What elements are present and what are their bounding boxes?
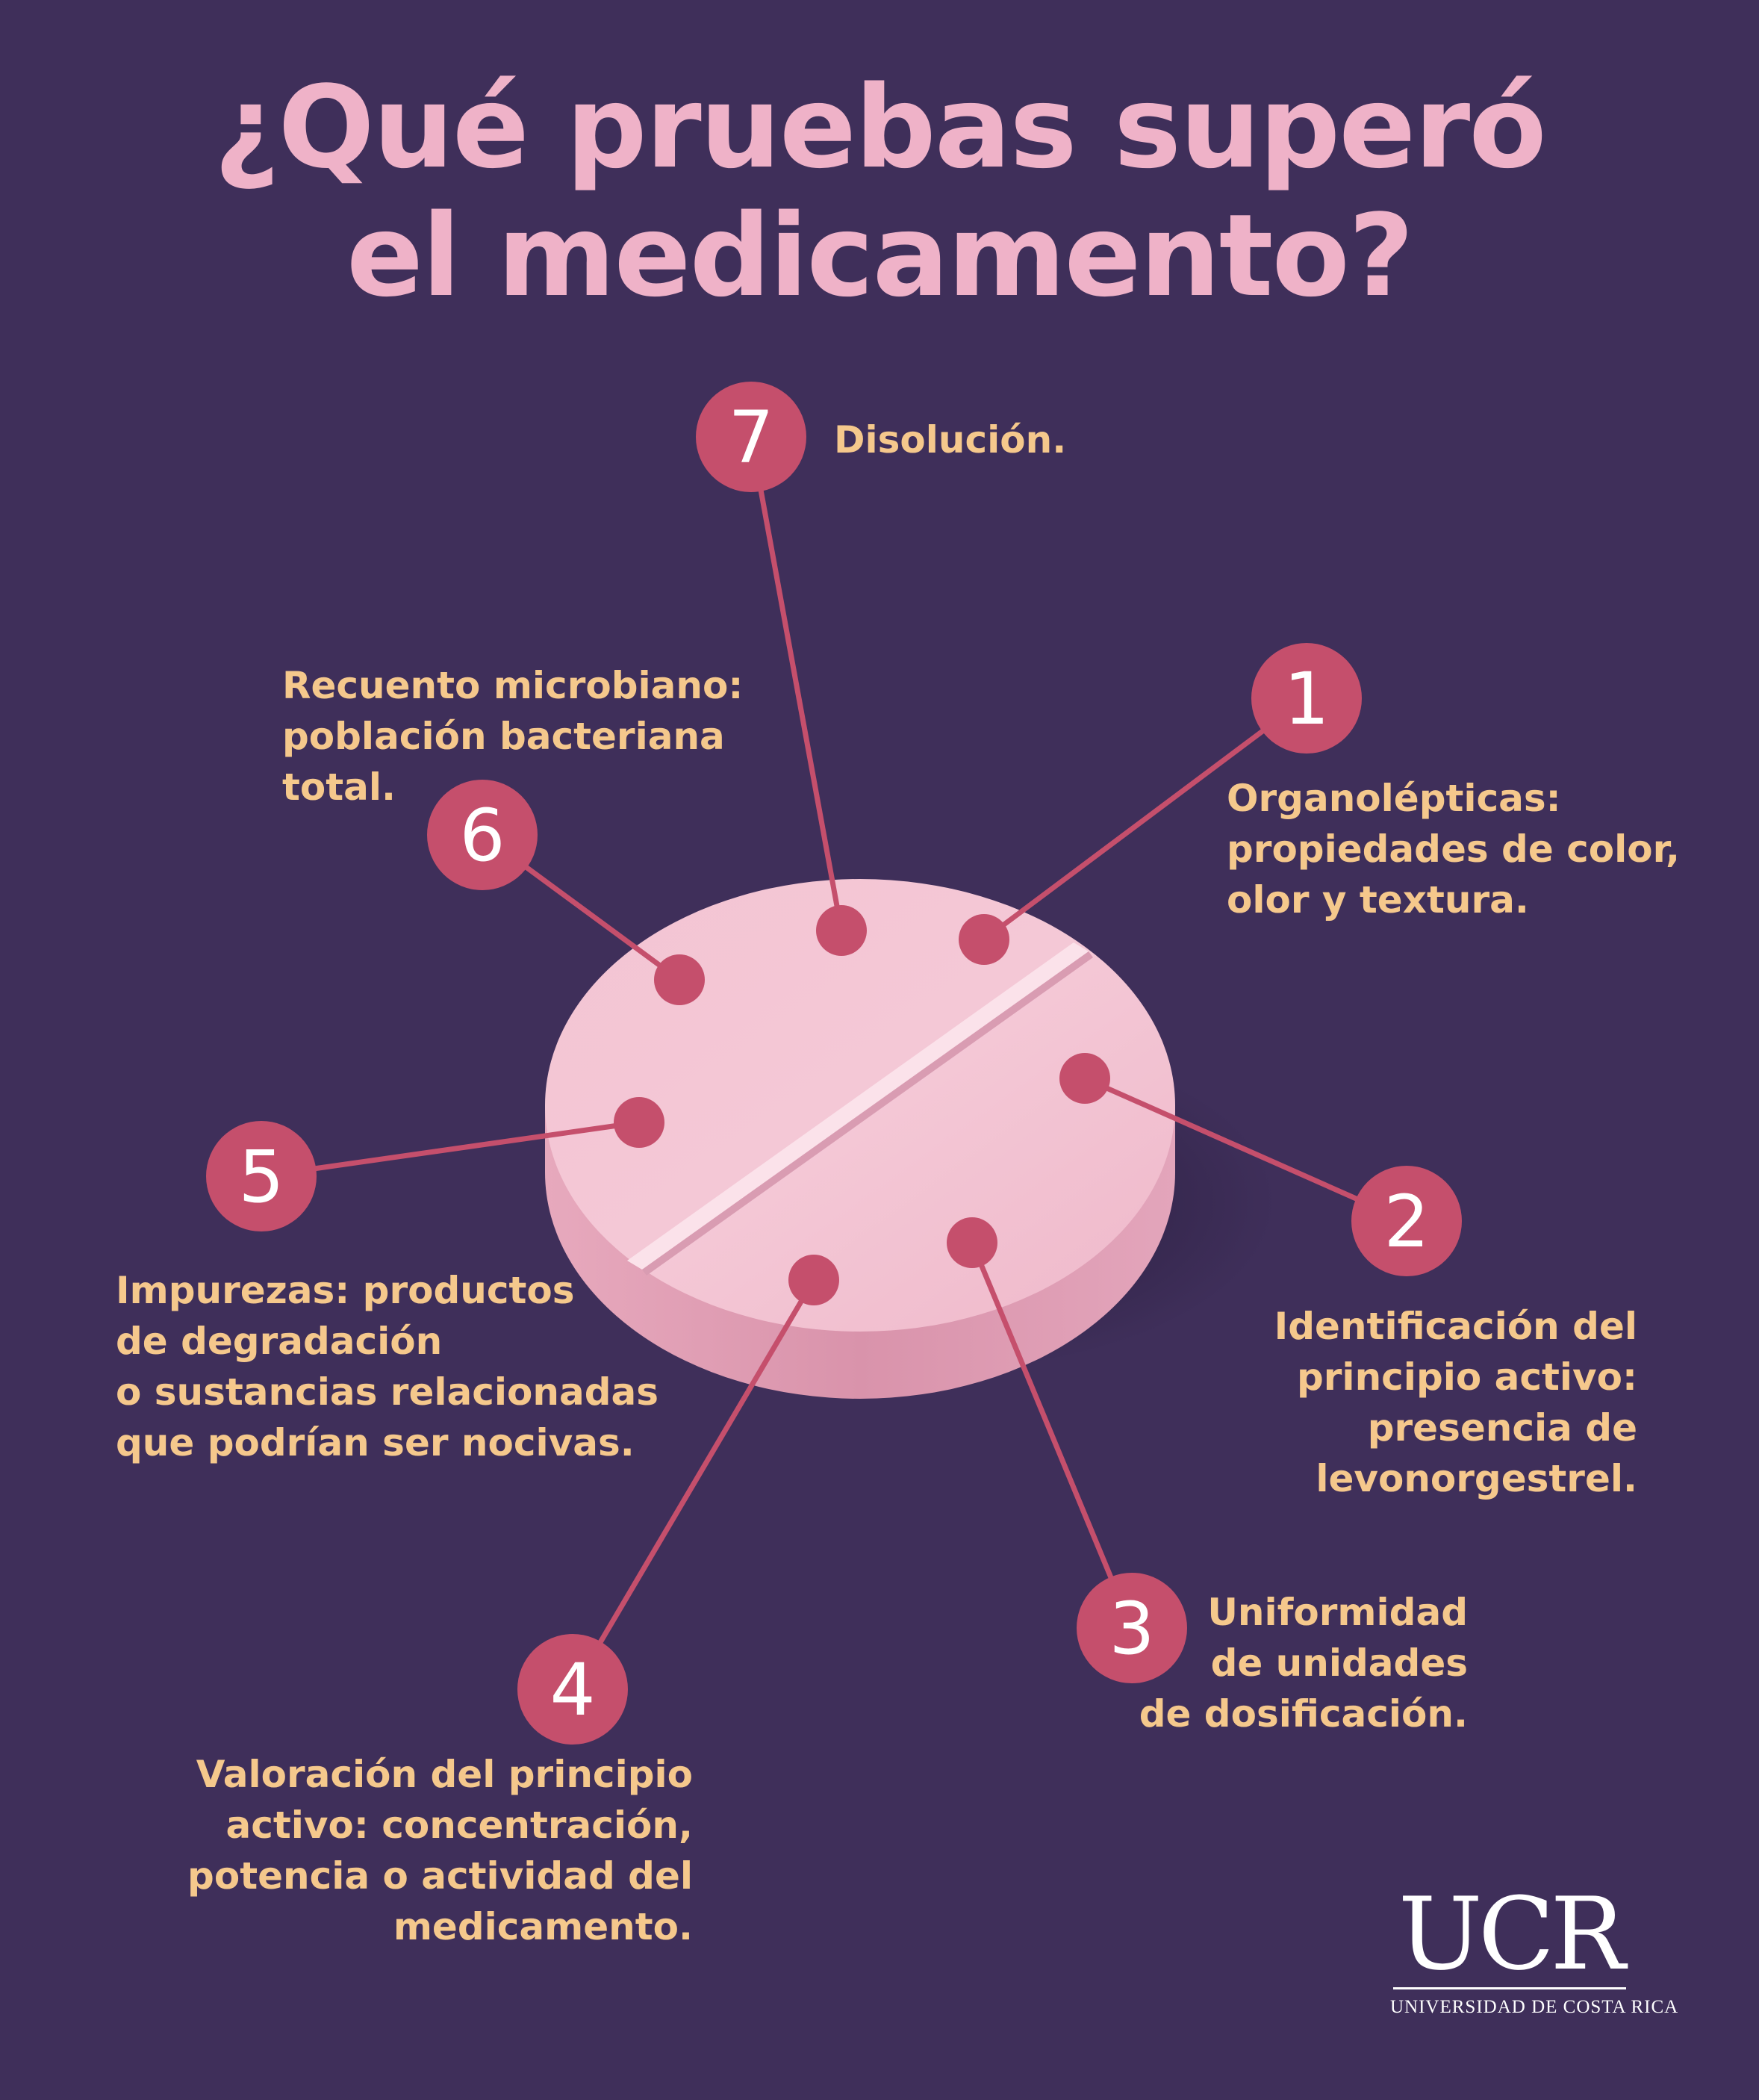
- connector-line-2: [1083, 1075, 1408, 1224]
- test-label-line: Identificación del: [1274, 1305, 1637, 1348]
- number-text-1: 1: [1283, 657, 1329, 741]
- test-label-line: de unidades: [1210, 1641, 1468, 1685]
- connector-line-3: [969, 1241, 1135, 1630]
- test-label-line: Uniformidad: [1207, 1591, 1468, 1634]
- test-label-line: propiedades de color,: [1227, 827, 1680, 871]
- title-line-2: el medicamento?: [346, 190, 1414, 322]
- ucr-logo: UCR UNIVERSIDAD DE COSTA RICA: [1390, 1876, 1679, 2018]
- number-badge-3: [1077, 1573, 1187, 1683]
- test-label-line: o sustancias relacionadas: [116, 1370, 659, 1414]
- test-label-line: Impurezas: productos: [116, 1269, 575, 1312]
- connector-line-5: [261, 1119, 640, 1179]
- number-text-6: 6: [459, 794, 505, 877]
- test-label-line: Organolépticas:: [1227, 777, 1561, 820]
- logo-mark: UCR: [1398, 1876, 1625, 1992]
- number-text-5: 5: [238, 1135, 284, 1219]
- pill-dot-1: [959, 914, 1009, 965]
- test-label-line: Valoración del principio: [196, 1753, 693, 1796]
- number-badge-7: [696, 382, 806, 492]
- pill-dot-4: [788, 1255, 839, 1305]
- connector-line-7: [748, 436, 844, 931]
- test-label-3: Uniformidad de unidades de dosificación.: [1139, 1587, 1468, 1739]
- test-label-line: presencia de: [1367, 1406, 1637, 1450]
- page-title: ¿Qué pruebas superó el medicamento?: [0, 63, 1759, 320]
- test-label-line: Disolución.: [834, 418, 1067, 462]
- number-text-2: 2: [1383, 1180, 1429, 1264]
- test-label-4: Valoración del principio activo: concentr…: [187, 1749, 693, 1952]
- pill-dot-6: [654, 954, 705, 1005]
- test-label-line: que podrían ser nocivas.: [116, 1421, 635, 1464]
- pill-score-line: [627, 942, 1089, 1270]
- number-badge-6: [427, 780, 538, 890]
- test-label-line: de degradación: [116, 1320, 443, 1363]
- connector-line-1: [982, 696, 1309, 942]
- logo-subtitle: UNIVERSIDAD DE COSTA RICA: [1390, 1997, 1679, 2017]
- pill-dot-5: [614, 1097, 664, 1148]
- test-label-line: potencia o actividad del: [187, 1854, 693, 1898]
- test-label-line: levonorgestrel.: [1316, 1457, 1637, 1500]
- title-line-1: ¿Qué pruebas superó: [214, 61, 1546, 193]
- pill-dot-2: [1059, 1053, 1110, 1104]
- logo-divider: [1393, 1987, 1626, 1989]
- test-label-line: activo: concentración,: [225, 1804, 693, 1847]
- number-badge-5: [206, 1121, 317, 1231]
- number-badge-2: [1351, 1166, 1462, 1276]
- connector-line-4: [570, 1279, 817, 1691]
- test-label-5: Impurezas: productos de degradación o sust…: [116, 1265, 659, 1468]
- test-label-line: Recuento microbiano:: [282, 664, 744, 707]
- test-label-line: población bacteriana: [282, 715, 725, 758]
- pill-dot-3: [947, 1217, 997, 1268]
- test-label-7: Disolución.: [834, 414, 1066, 465]
- test-label-line: total.: [282, 765, 396, 809]
- test-label-line: olor y textura.: [1227, 878, 1529, 922]
- test-label-1: Organolépticas: propiedades de color, olor…: [1227, 773, 1680, 925]
- test-label-line: principio activo:: [1296, 1355, 1637, 1399]
- number-badge-1: [1251, 643, 1362, 754]
- number-text-4: 4: [550, 1648, 595, 1732]
- number-text-7: 7: [728, 396, 773, 479]
- number-text-3: 3: [1109, 1587, 1154, 1671]
- number-markers: 1 2 3 4 5 6 7: [206, 382, 1462, 1745]
- number-badge-4: [517, 1634, 628, 1745]
- test-label-line: de dosificación.: [1139, 1692, 1468, 1736]
- test-label-line: medicamento.: [393, 1905, 693, 1948]
- pill-dot-7: [816, 905, 867, 956]
- pill-score-shadow: [642, 951, 1093, 1276]
- test-label-2: Identificación del principio activo: prese…: [1274, 1301, 1637, 1504]
- test-label-6: Recuento microbiano: población bacteriana…: [282, 660, 743, 813]
